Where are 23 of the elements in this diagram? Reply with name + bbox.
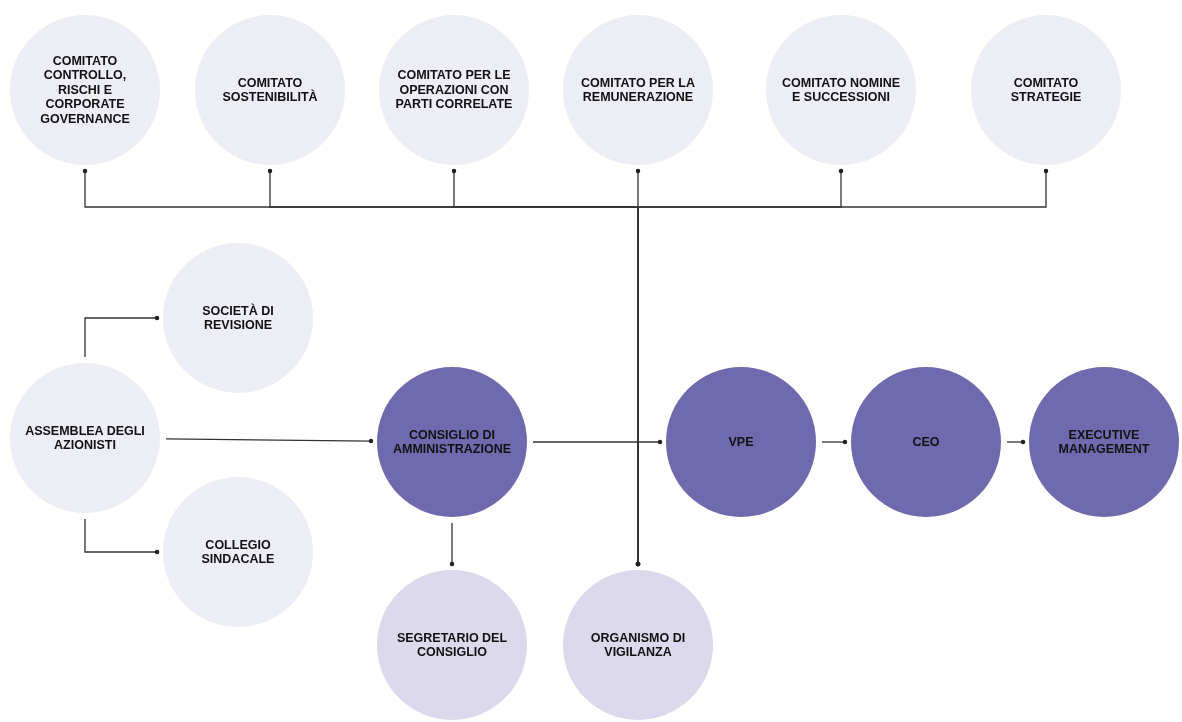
node-label: COMITATO STRATEGIE [1009,75,1083,105]
node-label: CONSIGLIO DI AMMINISTRAZIONE [391,427,513,457]
node-label: ORGANISMO DI VIGILANZA [589,630,687,660]
connector-line [84,518,160,555]
connector-line [84,315,160,358]
node-label: CEO [912,434,940,450]
node-label: VPE [728,434,754,450]
node-label: COLLEGIO SINDACALE [200,537,276,567]
node-label: SEGRETARIO DEL CONSIGLIO [395,630,509,660]
node-label: ASSEMBLEA DEGLI AZIONISTI [24,423,146,453]
node-label: SOCIETÀ DI REVISIONE [201,303,275,333]
node-label: COMITATO NOMINE E SUCCESSIONI [780,75,902,105]
connector-line [1006,439,1026,445]
connector-line [635,168,1049,567]
node-label: COMITATO PER LE OPERAZIONI CON PARTI CORRELATE [394,68,514,112]
node-label: COMITATO SOSTENIBILITÀ [221,75,319,105]
connector-line [821,439,848,445]
node-label: COMITATO CONTROLLO, RISCHI E CORPORATE GOVERNANCE [39,54,131,126]
node-label: EXECUTIVE MANAGEMENT [1057,427,1151,457]
connector-line [449,522,455,567]
connector-line [165,438,374,444]
node-label: COMITATO PER LA REMUNERAZIONE [580,75,696,105]
connector-line [532,439,663,445]
